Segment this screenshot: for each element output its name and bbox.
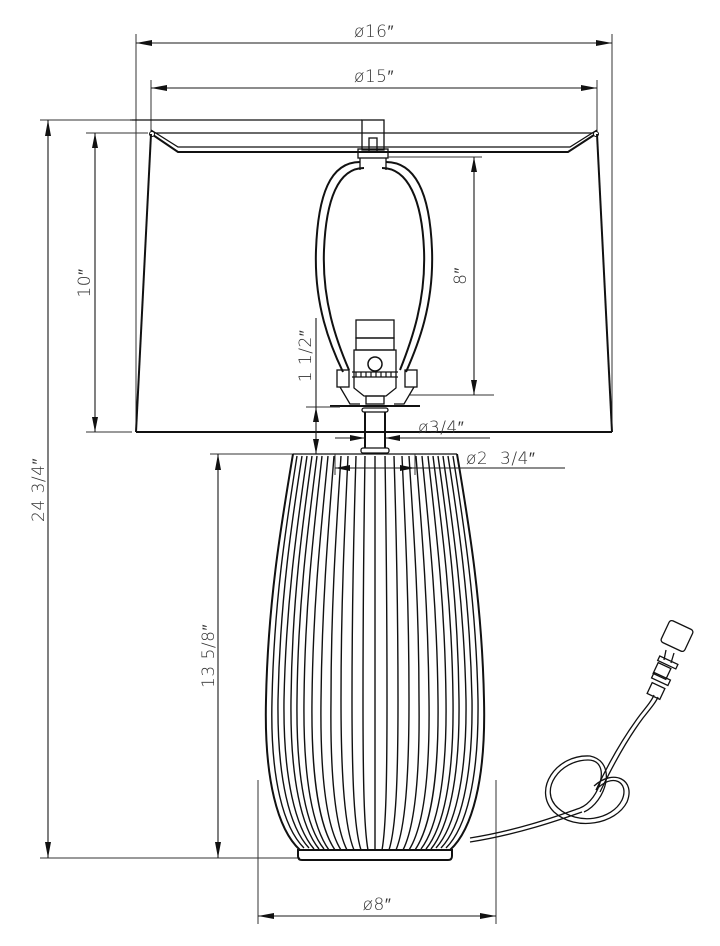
dimension-base-top-diameter: ø2 3/4″ (334, 449, 565, 475)
dimension-base-diameter: ø8″ (257, 780, 497, 924)
socket (330, 319, 420, 407)
plug-icon (646, 619, 694, 701)
power-cord (469, 694, 659, 843)
dimension-shade-inner-diameter: ø15″ (150, 67, 598, 132)
label-shade-height: 10″ (75, 268, 95, 297)
dimension-harp-height: 8″ (388, 156, 494, 396)
label-base-top-diameter: ø2 3/4″ (466, 449, 535, 469)
label-base-diameter: ø8″ (363, 895, 392, 915)
dimension-neck-diameter: ø3/4″ (335, 418, 490, 441)
dimension-overall-height: 24 3/4″ (29, 119, 300, 859)
label-neck-diameter: ø3/4″ (418, 418, 464, 438)
harp (314, 161, 434, 405)
dimension-shade-top-diameter: ø16″ (135, 22, 613, 432)
dimension-socket-height: 1 1/2″ (296, 318, 340, 455)
label-shade-top-diameter: ø16″ (354, 22, 394, 42)
label-body-height: 13 5/8″ (199, 624, 219, 688)
label-harp-height: 8″ (451, 267, 471, 285)
neck (360, 407, 390, 454)
label-shade-inner-diameter: ø15″ (354, 67, 394, 87)
dimension-body-height: 13 5/8″ (199, 453, 310, 858)
label-overall-height: 24 3/4″ (29, 458, 49, 522)
label-socket-height: 1 1/2″ (296, 330, 316, 383)
lampshade (130, 119, 613, 433)
vase-body (264, 453, 486, 861)
dimension-shade-height: 10″ (75, 132, 148, 433)
